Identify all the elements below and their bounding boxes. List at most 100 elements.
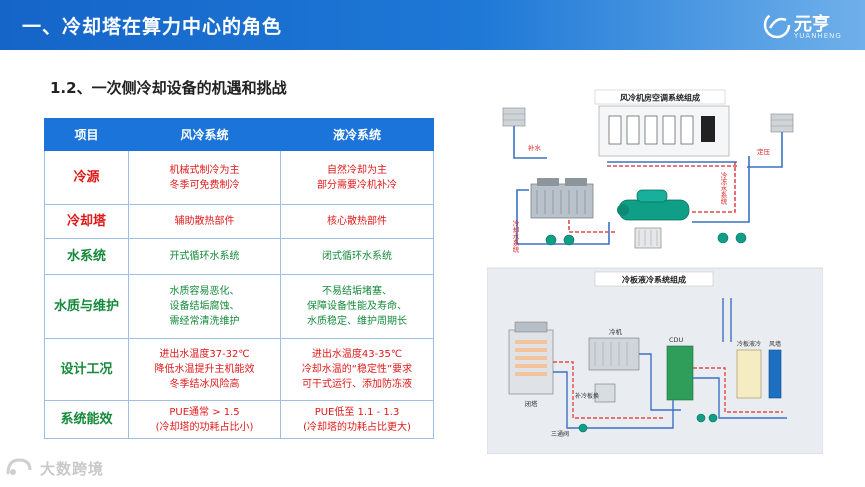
crac-unit (626, 115, 640, 145)
chilled-water-supply (692, 162, 736, 213)
crac-unit (608, 115, 622, 145)
cell-line: 机械式制冷为主 (169, 164, 240, 176)
crac-unit (680, 115, 694, 145)
row-label: 冷却塔 (44, 204, 129, 239)
three-way-valve-label: 三通阀 (551, 430, 569, 438)
row-label: 水质与维护 (44, 274, 129, 339)
chiller-box (588, 337, 640, 371)
cdu-label: CDU (669, 336, 684, 344)
air-wall (768, 349, 782, 399)
cell-line: 部分需要冷机补冷 (317, 179, 397, 191)
makeup-tank (502, 107, 526, 127)
comparison-table: 项目 风冷系统 液冷系统 冷源 机械式制冷为主冬季可免费制冷 自然冷却为主部分需… (44, 118, 434, 439)
cell-line: 核心散热部件 (327, 216, 387, 227)
cell-line: 不易结垢堵塞、 (322, 286, 392, 297)
pump-icon (696, 413, 706, 423)
cell-line: 设备结垢腐蚀、 (169, 301, 240, 312)
air-cell: 辅助散热部件 (128, 204, 281, 239)
table-row: 冷却塔 辅助散热部件 核心散热部件 (44, 204, 434, 239)
chiller-pipe (639, 353, 681, 411)
pump-icon (717, 232, 729, 244)
liquid-cell: 自然冷却为主部分需要冷机补冷 (280, 150, 434, 205)
cooling-tower (530, 178, 594, 219)
row-label: 设计工况 (44, 338, 129, 401)
liquid-cell: PUE低至 1.1 - 1.3 (冷却塔的功耗占比更大) (280, 400, 434, 439)
air-cell: 水质容易恶化、设备结垢腐蚀、需经常清洗维护 (128, 274, 281, 339)
makeup-label: 补水 (528, 143, 542, 152)
plate-heat-exchanger (594, 383, 616, 403)
pump-icon (563, 234, 575, 246)
table-row: 水系统 开式循环水系统 闭式循环水系统 (44, 238, 434, 275)
chilled-water-label: 冷冻水系统 (719, 171, 727, 206)
cell-line: 自然冷却为主 (327, 164, 387, 176)
top-diagram-title: 风冷机房空调系统组成 (620, 93, 700, 103)
air-wall-label: 风墙 (769, 340, 781, 348)
chilled-water-return (692, 156, 750, 223)
system-diagram: 风冷机房空调系统组成 (487, 89, 823, 454)
cell-line: (冷却塔的功耗占比更大) (303, 421, 411, 433)
cell-line: 闭式循环水系统 (322, 251, 392, 262)
riser-pipes (722, 298, 732, 342)
air-cell: PUE通常 > 1.5(冷却塔的功耗占比小) (128, 400, 281, 439)
row-label: 冷源 (44, 150, 129, 205)
table-header-row: 项目 风冷系统 液冷系统 (44, 118, 434, 151)
cooling-water-label: 冷却水系统 (511, 219, 519, 254)
cold-plate-rack (736, 349, 762, 399)
logo-text: 元亨 (794, 14, 830, 35)
cell-line: 进出水温度43-35℃ (311, 349, 403, 360)
cell-line: PUE低至 1.1 - 1.3 (314, 406, 400, 418)
cell-line: 可干式运行、添加防冻液 (302, 379, 412, 390)
primary-return-pipe (553, 371, 674, 429)
cell-line: 进出水温度37-32℃ (159, 349, 250, 360)
expansion-tank (770, 113, 794, 133)
header-liquid-cooling: 液冷系统 (280, 118, 434, 151)
cell-line: 需经常清洗维护 (169, 316, 240, 327)
air-cell: 开式循环水系统 (128, 238, 281, 275)
top-diagram-title-box (594, 89, 726, 105)
pressure-pipe (747, 132, 783, 168)
closed-tower-label: 闭塔 (525, 399, 539, 408)
row-label: 水系统 (44, 238, 129, 275)
cell-line: 开式循环水系统 (169, 251, 240, 262)
logo-subtext: YUANHENG (794, 32, 842, 40)
chiller-label: 冷机 (609, 327, 623, 336)
cold-plate-label: 冷板液冷 (737, 340, 761, 348)
cooling-water-return (516, 189, 610, 245)
secondary-supply-pipe (693, 367, 783, 413)
liquid-cell: 进出水温度43-35℃ 冷却水温的“稳定性”要求可干式运行、添加防冻液 (280, 338, 434, 401)
page-title: 一、冷却塔在算力中心的角色 (22, 16, 283, 38)
pressure-label: 定压 (757, 147, 771, 156)
liquid-cell: 核心散热部件 (280, 204, 434, 239)
watermark-text: 大数跨境 (40, 460, 105, 478)
air-cooled-system-diagram: 风冷机房空调系统组成 (502, 89, 794, 254)
cell-line: 保障设备性能及寿命、 (307, 301, 407, 312)
cell-line: 冷却水温的“稳定性”要求 (301, 364, 413, 375)
cell-line: 冬季结冰风险高 (169, 379, 240, 390)
liquid-cell: 闭式循环水系统 (280, 238, 434, 275)
pump-icon (708, 413, 718, 423)
bottom-diagram-title-box (594, 271, 714, 287)
header-bar: 一、冷却塔在算力中心的角色 元亨 YUANHENG (0, 0, 865, 50)
row-label: 系统能效 (44, 400, 129, 439)
makeup-pipe (513, 126, 547, 159)
cdu-unit (666, 345, 694, 401)
cell-line: 水质稳定、维护周期长 (307, 316, 407, 327)
pump-icon (545, 234, 557, 246)
logo-icon (763, 11, 791, 39)
table-row: 水质与维护 水质容易恶化、设备结垢腐蚀、需经常清洗维护 不易结垢堵塞、保障设备性… (44, 274, 434, 339)
plate-hx-label: 补冷板换 (575, 392, 599, 400)
heat-exchanger (634, 227, 662, 249)
cold-plate-system-diagram: 冷板液冷系统组成 闭塔 冷机 补冷板换 CDU 冷板液冷 风墙 (487, 267, 823, 454)
bottom-diagram-title: 冷板液冷系统组成 (622, 275, 686, 285)
table-row: 冷源 机械式制冷为主冬季可免费制冷 自然冷却为主部分需要冷机补冷 (44, 150, 434, 205)
pump-icon (735, 232, 747, 244)
secondary-return-pipe (693, 377, 787, 419)
cell-line: 辅助散热部件 (174, 216, 235, 227)
server-rack (701, 116, 715, 142)
liquid-cell: 不易结垢堵塞、保障设备性能及寿命、水质稳定、维护周期长 (280, 274, 434, 339)
section-subtitle: 1.2、一次侧冷却设备的机遇和挑战 (50, 79, 287, 97)
air-cell: 机械式制冷为主冬季可免费制冷 (128, 150, 281, 205)
table-row: 系统能效 PUE通常 > 1.5(冷却塔的功耗占比小) PUE低至 1.1 - … (44, 400, 434, 439)
